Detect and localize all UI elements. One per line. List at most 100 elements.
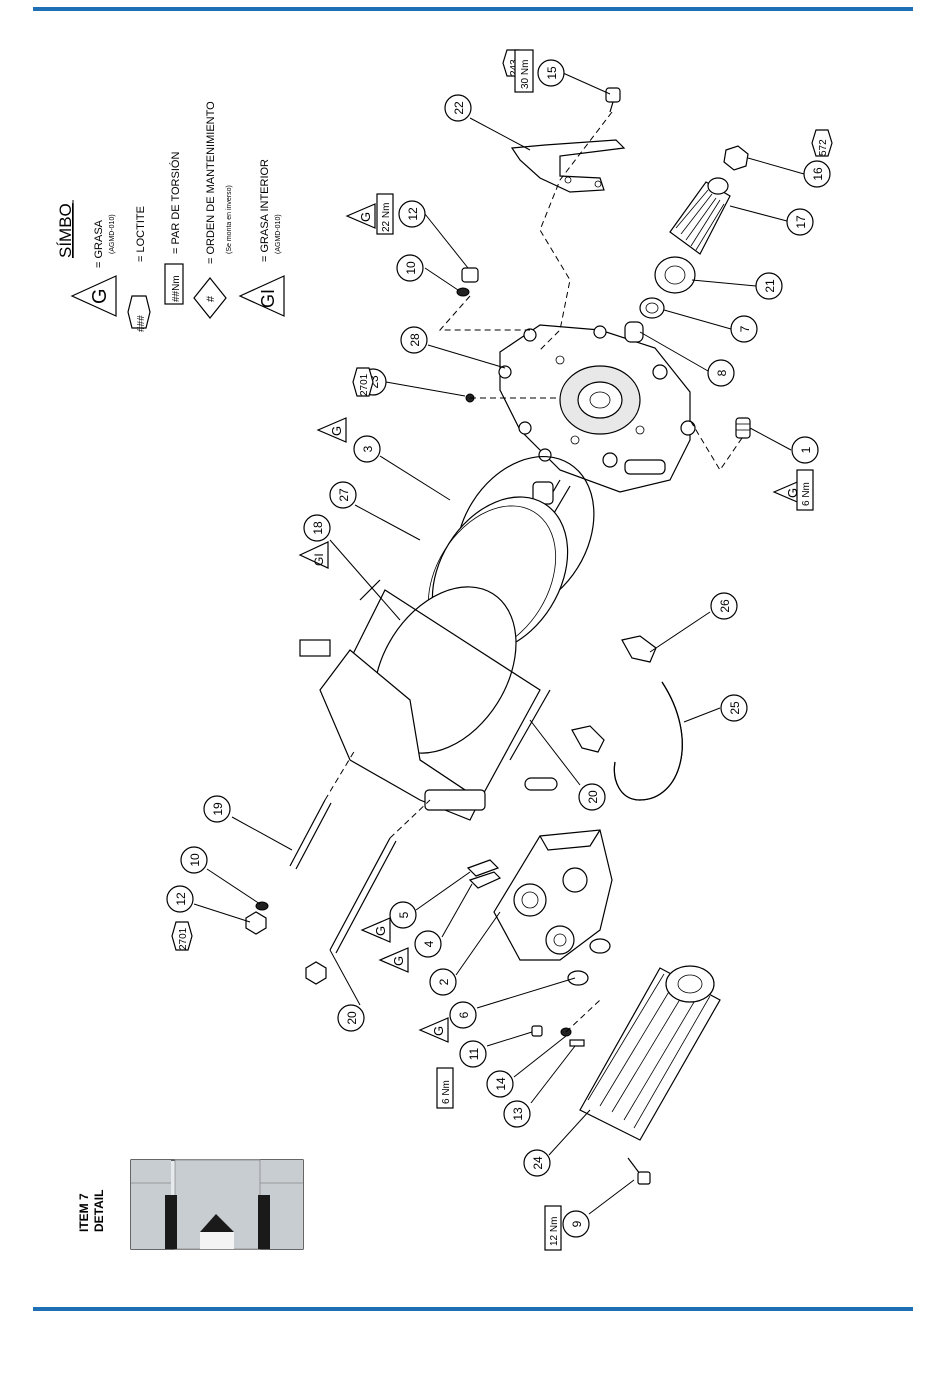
svg-text:GI: GI [258,289,278,308]
part-1-fitting [735,417,751,439]
svg-text:2701: 2701 [178,927,189,950]
balloon-1: 1 [791,436,819,464]
svg-text:11: 11 [467,1047,481,1060]
balloon-14: 14 [486,1070,514,1098]
callout-6nm-grease-1: G 6 Nm [772,469,814,511]
balloon-5: 5 [389,901,417,929]
svg-text:26: 26 [718,599,732,613]
maintenance-order-symbol-icon [193,277,227,319]
part-28-end-cap [498,324,696,493]
part-12-nut-lower [245,901,269,935]
part-11-screw [531,1025,543,1037]
svg-text:4: 4 [422,940,436,947]
legend-label-torsion: = PAR DE TORSIÓN [169,152,182,254]
balloon-10: 10 [396,254,424,282]
svg-text:G: G [373,926,388,936]
torque-symbol-icon [164,263,184,305]
svg-text:22 Nm: 22 Nm [381,203,392,232]
symbol-legend: SÍMBO G = GRASA (AGMD-010) ### = LOCTITE… [56,101,285,332]
svg-text:G: G [785,488,800,498]
svg-text:24: 24 [531,1156,545,1170]
callout-30nm-torque: 30 Nm [514,49,534,93]
detail-title-line2: DETAIL [92,1190,106,1232]
balloon-4: 4 [414,930,442,958]
callout-12nm-9: 12 Nm [544,1205,562,1251]
interior-grease-symbol-icon [238,275,285,317]
svg-text:16: 16 [811,167,825,181]
svg-text:6 Nm: 6 Nm [801,482,812,506]
svg-text:14: 14 [494,1077,508,1091]
callout-grease-6: G [418,1017,449,1043]
svg-text:7: 7 [738,325,752,332]
balloon-9: 9 [562,1210,590,1238]
balloon-12-lower: 12 [166,885,194,913]
part-20-tie-rod [329,837,391,951]
legend-label-grasa: = GRASA [93,219,105,268]
svg-text:##Nm: ##Nm [171,275,182,302]
svg-text:30 Nm: 30 Nm [520,60,531,89]
detail-title-line1: ITEM 7 [77,1193,91,1232]
part-20-nut [305,961,327,985]
svg-text:###: ### [136,315,147,332]
part-12-nut-upper [456,267,479,297]
svg-text:12: 12 [406,207,420,221]
legend-note-orden: (Se monta en inverso) [226,185,233,254]
balloon-24: 24 [523,1149,551,1177]
callout-grease-5: G [360,917,391,943]
svg-text:572: 572 [818,139,829,156]
callout-6nm-11: 6 Nm [436,1067,454,1109]
balloon-17: 17 [786,208,814,236]
svg-text:12: 12 [174,892,188,906]
bottom-rule [33,1307,913,1311]
legend-label-loctite: = LOCTITE [135,206,147,262]
legend-note-grasa-interior: (AGMD-010) [275,214,282,254]
svg-text:19: 19 [211,802,225,816]
part-7-seal [639,297,665,319]
balloon-13: 13 [503,1100,531,1128]
part-8-bushing [624,321,644,343]
svg-text:8: 8 [715,369,729,376]
balloon-19: 19 [203,795,231,823]
part-22-bracket [510,139,626,193]
balloon-8: 8 [707,359,735,387]
svg-text:6 Nm: 6 Nm [441,1080,452,1104]
callout-572-loctite: 572 [811,129,833,157]
grease-symbol-icon [70,275,117,317]
svg-text:25: 25 [728,701,742,715]
balloon-25: 25 [720,694,748,722]
balloon-16: 16 [803,160,831,188]
svg-text:22: 22 [452,101,466,115]
svg-text:13: 13 [511,1107,525,1121]
balloon-3: 3 [353,435,381,463]
balloon-10-lower: 10 [180,846,208,874]
balloon-21: 21 [755,272,783,300]
svg-text:#: # [205,295,217,302]
callout-gi-18: GI [298,541,329,569]
balloon-12: 12 [398,200,426,228]
svg-text:10: 10 [404,261,418,275]
svg-text:28: 28 [408,333,422,347]
legend-title: SÍMBO [56,203,75,258]
svg-text:21: 21 [763,279,777,293]
balloon-20-lower: 20 [337,1004,365,1032]
balloon-15: 15 [537,59,565,87]
part-6-oring [567,970,589,986]
part-17-bellows [669,177,731,255]
balloon-27: 27 [329,481,357,509]
svg-text:2701: 2701 [359,373,370,396]
svg-text:G: G [89,288,111,304]
svg-text:3: 3 [361,445,375,452]
svg-text:G: G [431,1026,446,1036]
part-15-screw [605,87,621,113]
svg-text:5: 5 [397,911,411,918]
balloon-6: 6 [449,1001,477,1029]
callout-grease-3: G [316,417,347,443]
svg-text:10: 10 [188,853,202,867]
svg-text:G: G [329,426,344,436]
top-rule [33,7,913,11]
svg-text:6: 6 [457,1011,471,1018]
balloon-22: 22 [444,94,472,122]
item7-detail: ITEM 7 DETAIL [77,1159,304,1250]
svg-text:18: 18 [311,521,325,535]
